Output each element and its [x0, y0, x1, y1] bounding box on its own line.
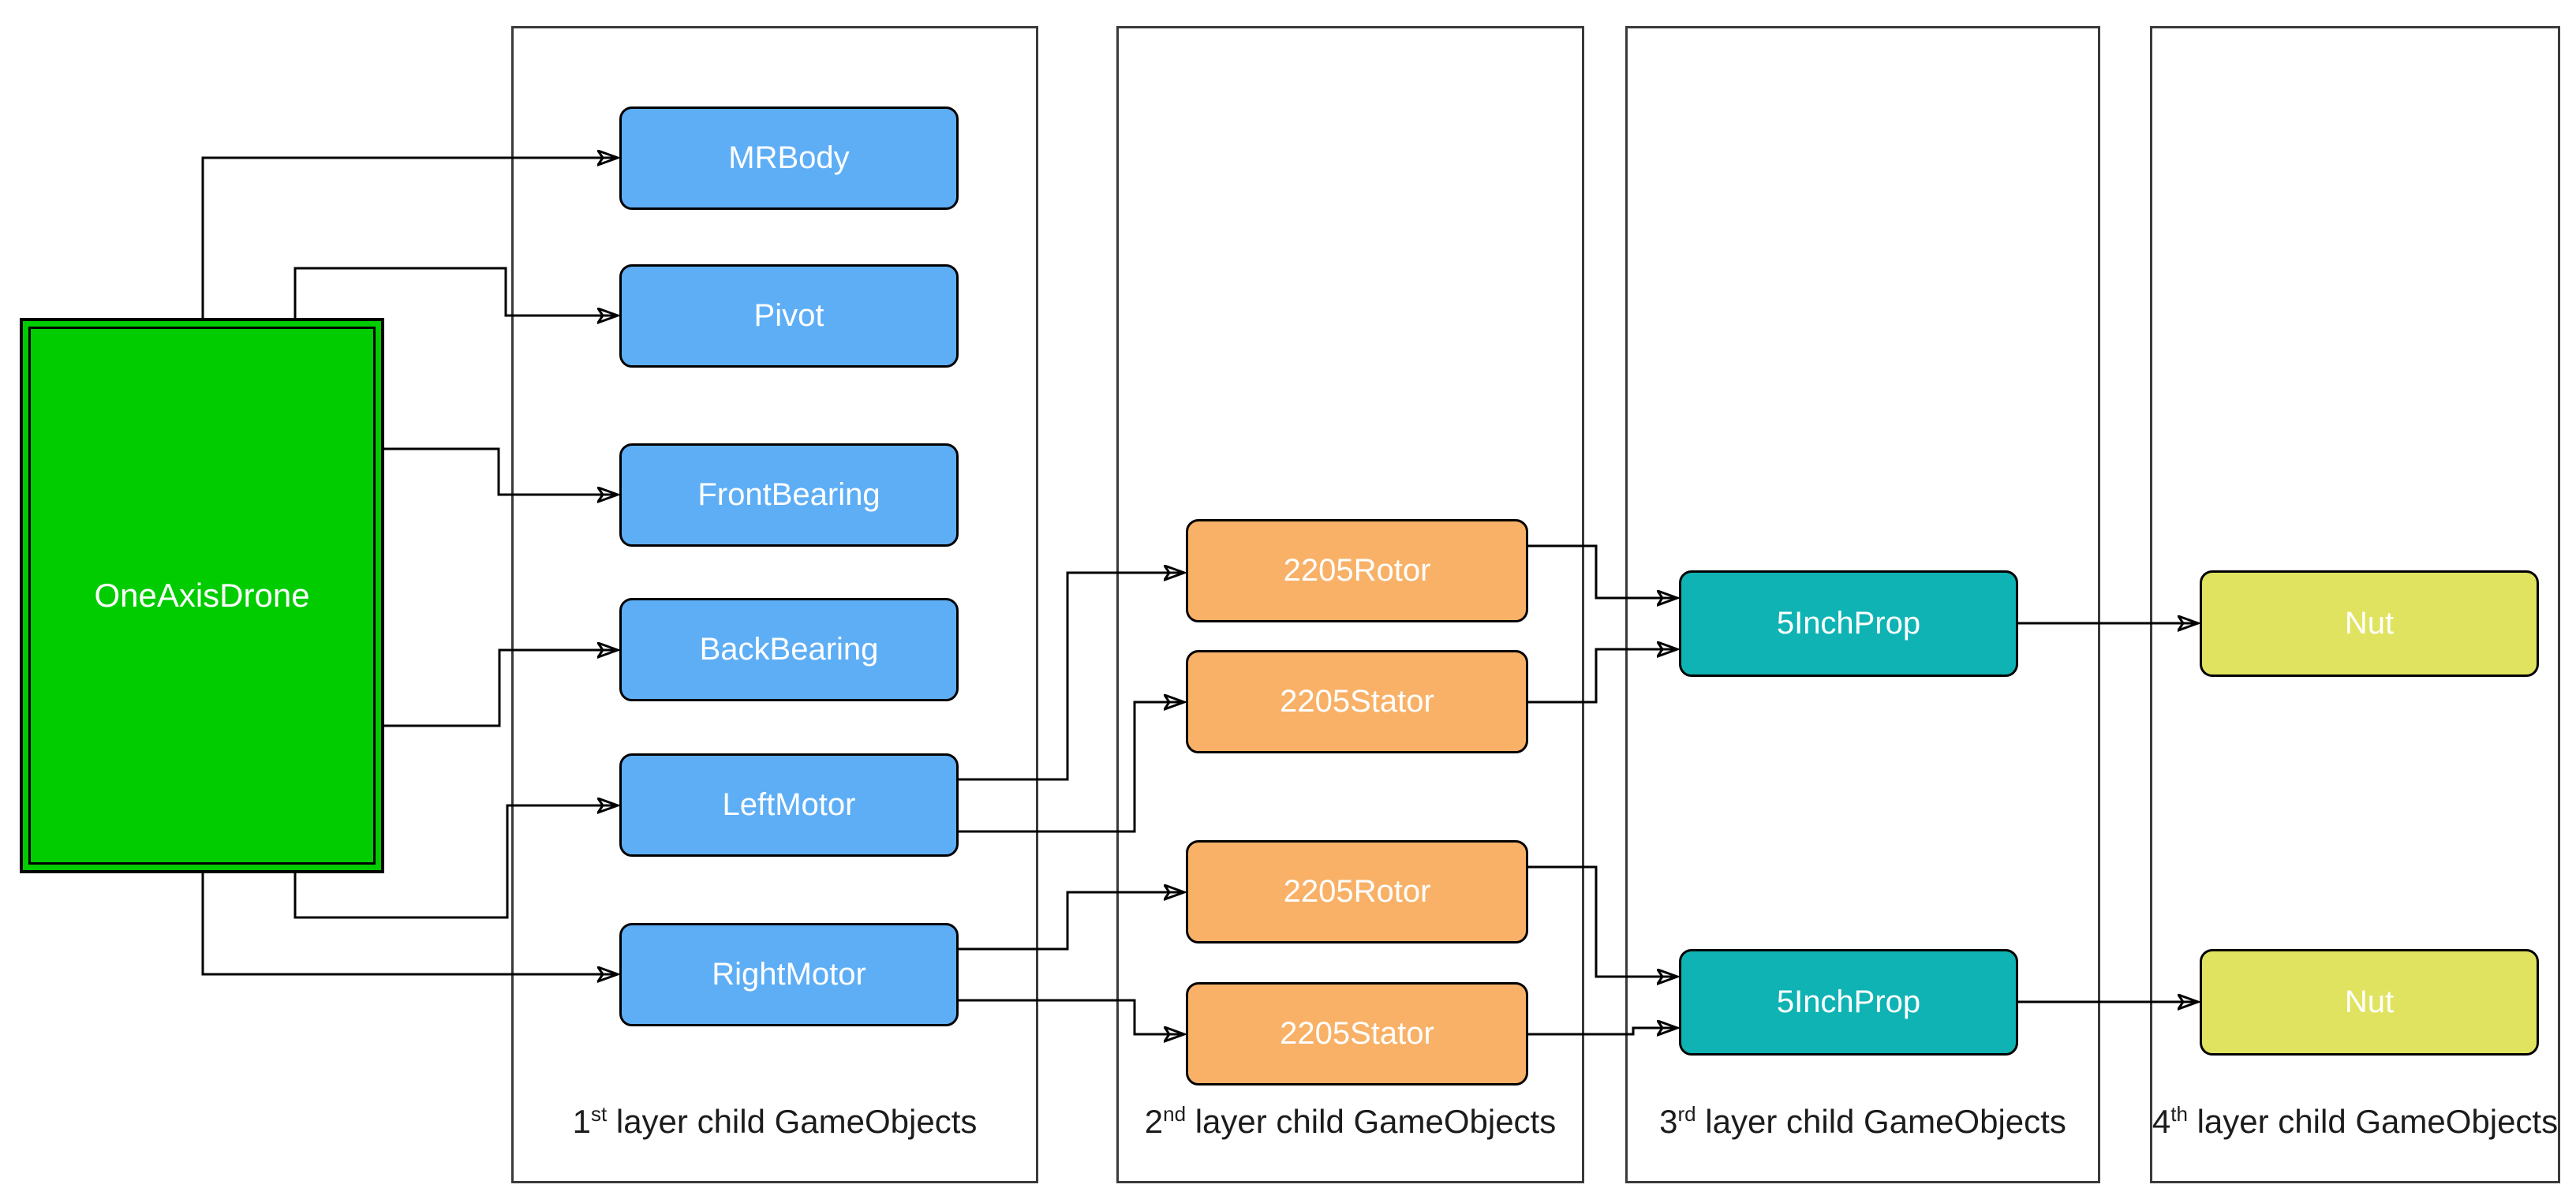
edge-oneaxisdrone-backbearing	[384, 650, 617, 727]
node-oneaxisdrone: OneAxisDrone	[20, 318, 384, 873]
layer-4-container	[2150, 26, 2560, 1183]
edge-rotor-prop-right-1	[1528, 865, 1677, 977]
node-2205rotor-right-label: 2205Rotor	[1283, 874, 1431, 909]
layer-1-caption: 1st layer child GameObjects	[511, 1103, 1038, 1141]
edge-rightmotor-stator	[959, 999, 1183, 1034]
layer-3-caption-text: layer child GameObjects	[1696, 1103, 2066, 1140]
node-rightmotor: RightMotor	[619, 923, 959, 1026]
layer-3-container	[1625, 26, 2100, 1183]
layer-2-caption-num: 2	[1144, 1103, 1164, 1140]
node-nut-left: Nut	[2200, 570, 2539, 677]
edge-oneaxisdrone-rightmotor	[201, 873, 617, 974]
edge-oneaxisdrone-leftmotor	[293, 805, 617, 919]
layer-1-caption-num: 1	[572, 1103, 591, 1140]
node-2205rotor-right: 2205Rotor	[1186, 840, 1528, 944]
edge-stator-prop-right-2	[1528, 1028, 1677, 1034]
layer-3-caption-ordinal: rd	[1677, 1102, 1696, 1126]
layer-2-container	[1116, 26, 1584, 1183]
node-nut-left-label: Nut	[2344, 606, 2395, 641]
node-mrbody-label: MRBody	[728, 140, 850, 175]
layer-4-caption-num: 4	[2152, 1103, 2171, 1140]
node-pivot: Pivot	[619, 264, 959, 368]
layer-4-caption-ordinal: th	[2170, 1102, 2188, 1126]
node-frontbearing-label: FrontBearing	[697, 477, 880, 512]
node-2205rotor-left-label: 2205Rotor	[1283, 553, 1431, 588]
node-5inchprop-right-label: 5InchProp	[1776, 985, 1921, 1019]
node-2205stator-right-label: 2205Stator	[1280, 1016, 1434, 1051]
node-mrbody: MRBody	[619, 106, 959, 210]
edge-oneaxisdrone-frontbearing	[384, 447, 617, 495]
layer-3-caption: 3rd layer child GameObjects	[1625, 1103, 2100, 1141]
edge-leftmotor-rotor	[959, 573, 1183, 781]
node-leftmotor: LeftMotor	[619, 753, 959, 857]
layer-4-caption-text: layer child GameObjects	[2187, 1103, 2559, 1140]
node-2205stator-right: 2205Stator	[1186, 982, 1528, 1086]
layer-2-caption-ordinal: nd	[1163, 1102, 1187, 1126]
node-leftmotor-label: LeftMotor	[722, 787, 856, 822]
layer-1-caption-ordinal: st	[590, 1102, 608, 1126]
layer-3-caption-num: 3	[1659, 1103, 1678, 1140]
edge-oneaxisdrone-mrbody	[201, 158, 617, 318]
node-pivot-label: Pivot	[753, 298, 824, 333]
layer-2-caption-text: layer child GameObjects	[1186, 1103, 1557, 1140]
edge-stator-prop-left-2	[1528, 649, 1677, 704]
edge-oneaxisdrone-pivot	[293, 267, 617, 318]
node-rightmotor-label: RightMotor	[712, 957, 866, 992]
edge-rightmotor-rotor	[959, 892, 1183, 951]
node-frontbearing: FrontBearing	[619, 443, 959, 547]
edge-leftmotor-stator	[959, 702, 1183, 833]
layer-2-caption: 2nd layer child GameObjects	[1116, 1103, 1584, 1141]
node-oneaxisdrone-label: OneAxisDrone	[94, 577, 310, 614]
node-nut-right-label: Nut	[2344, 985, 2395, 1019]
node-oneaxisdrone-inner: OneAxisDrone	[28, 327, 376, 865]
node-backbearing-label: BackBearing	[699, 632, 879, 667]
layer-4-caption: 4th layer child GameObjects	[2150, 1103, 2560, 1141]
node-backbearing: BackBearing	[619, 598, 959, 701]
node-nut-right: Nut	[2200, 949, 2539, 1056]
node-2205stator-left: 2205Stator	[1186, 650, 1528, 753]
layer-1-caption-text: layer child GameObjects	[607, 1103, 978, 1140]
node-5inchprop-left-label: 5InchProp	[1776, 606, 1921, 641]
layer-1-container	[511, 26, 1038, 1183]
edge-rotor-prop-left-1	[1528, 544, 1677, 598]
node-5inchprop-left: 5InchProp	[1679, 570, 2018, 677]
node-2205rotor-left: 2205Rotor	[1186, 519, 1528, 622]
node-5inchprop-right: 5InchProp	[1679, 949, 2018, 1056]
node-2205stator-left-label: 2205Stator	[1280, 684, 1434, 719]
